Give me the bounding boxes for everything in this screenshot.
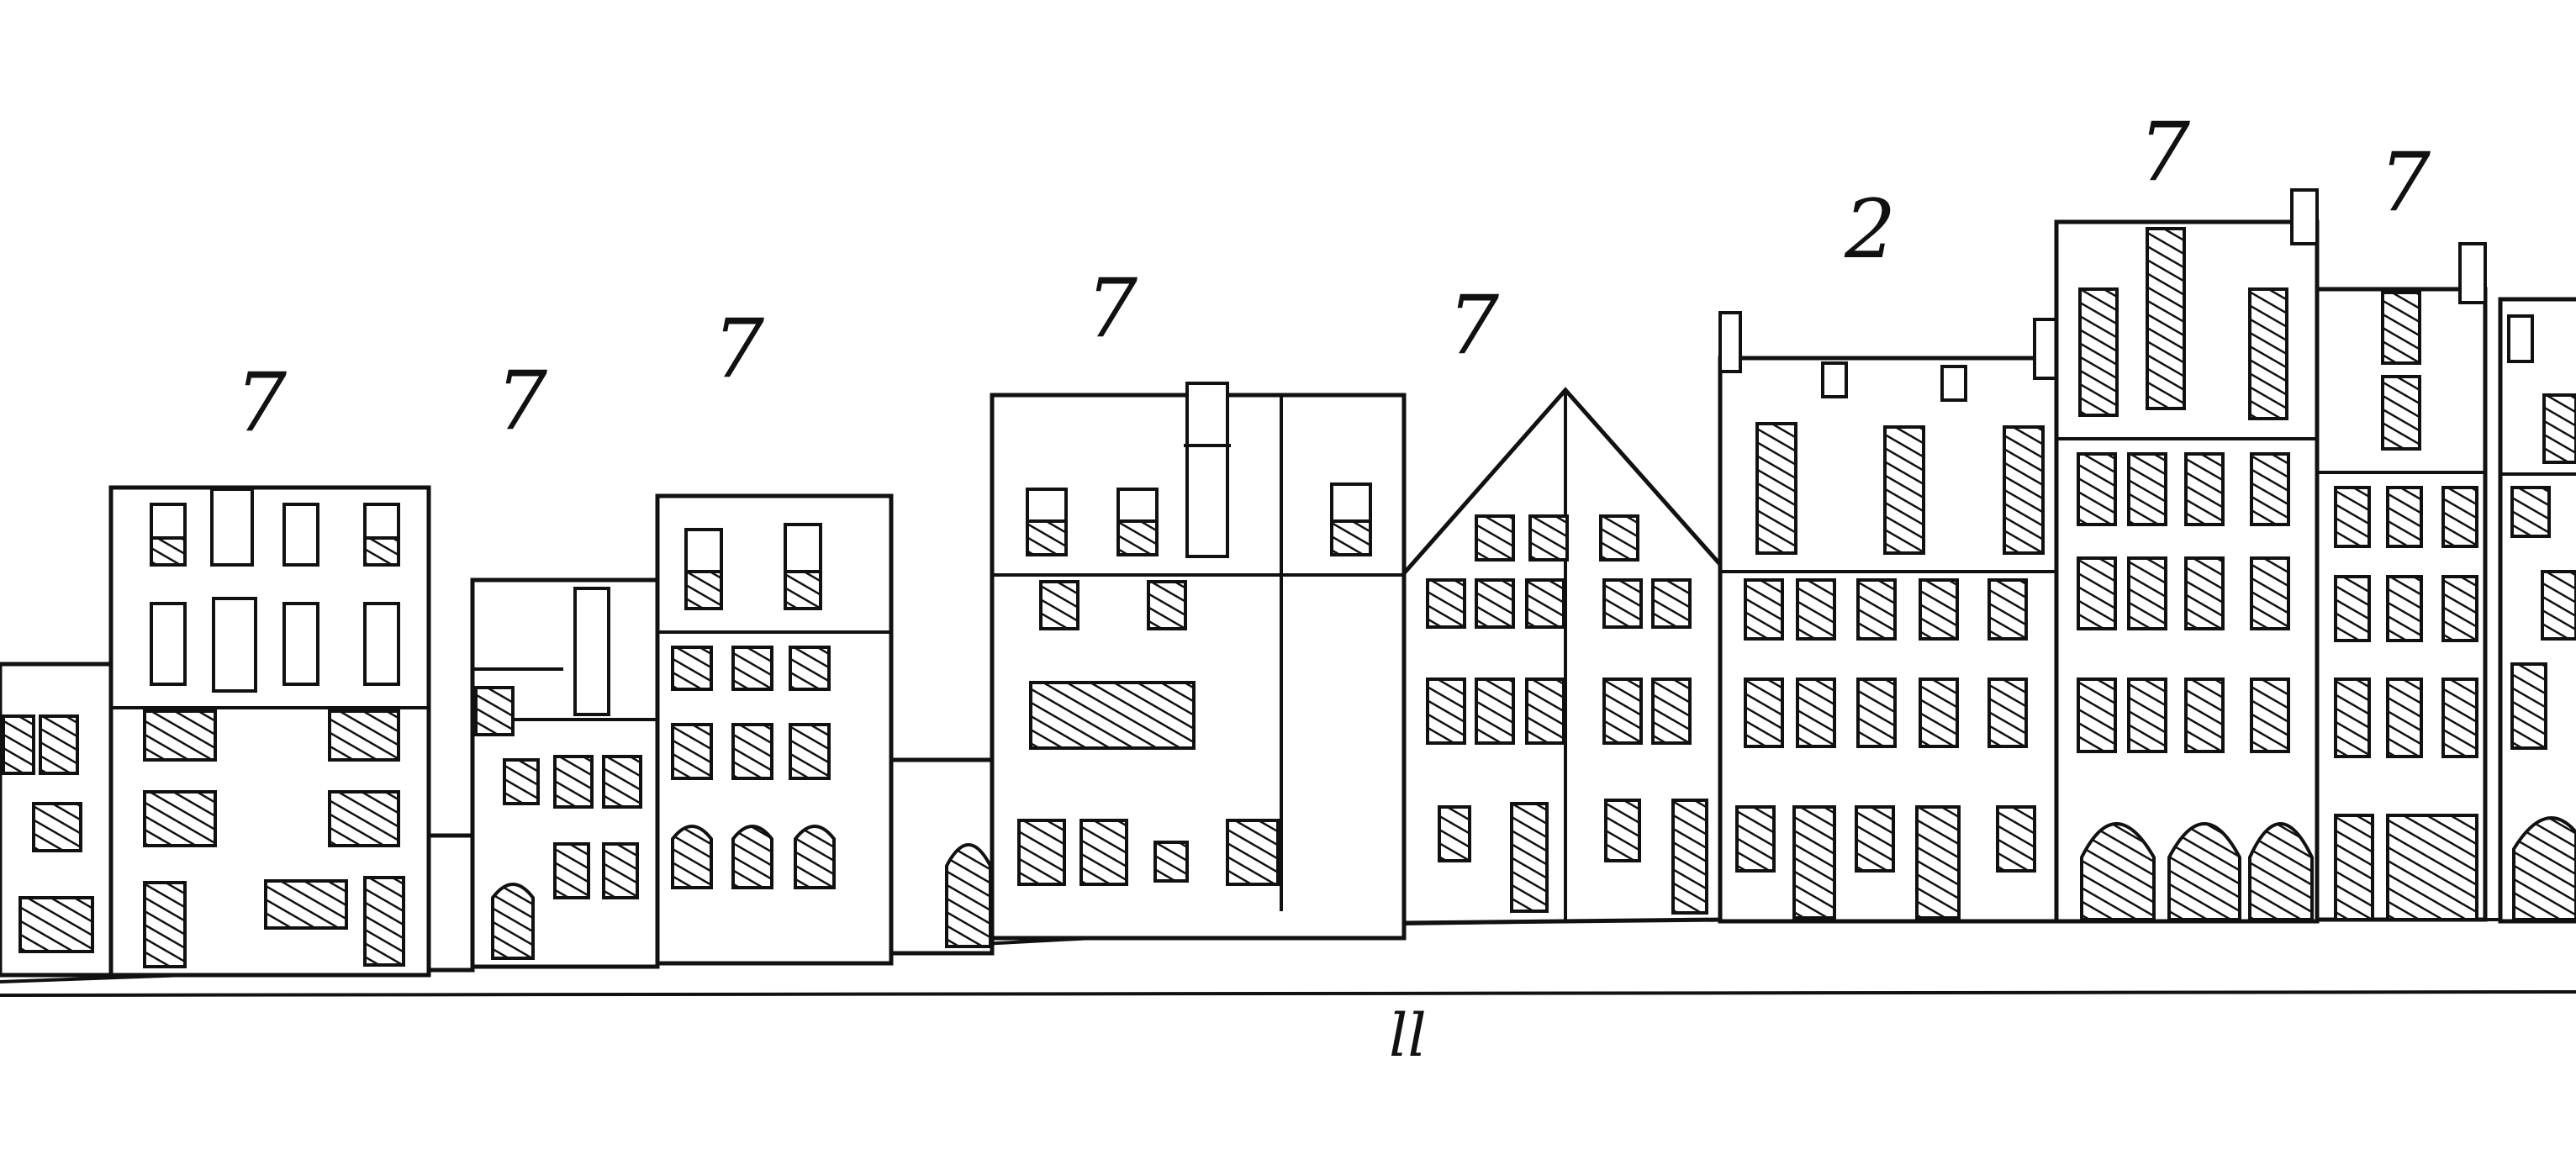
house-marks: 7 7 7 7 7 2 7 7 — [235, 105, 2431, 450]
house-9 — [2498, 297, 2576, 924]
house-5 — [1401, 387, 1726, 925]
connector-wall-1 — [426, 833, 475, 973]
house-4 — [990, 382, 1407, 941]
house-mark: 7 — [496, 354, 547, 448]
house-mark: 7 — [1448, 278, 1499, 372]
house-mark: 7 — [1086, 261, 1138, 356]
house-mark: 7 — [2139, 105, 2190, 199]
house-mark: 2 — [1844, 182, 1896, 277]
house-mark: 7 — [713, 302, 764, 396]
connector-wall-2 — [889, 757, 995, 956]
house-6 — [1718, 311, 2059, 924]
house-7 — [2054, 188, 2320, 924]
house-0 — [0, 662, 113, 978]
house-mark: 7 — [2379, 135, 2431, 229]
street-label: ll — [1389, 1001, 1427, 1070]
house-8 — [2315, 242, 2488, 922]
house-3 — [655, 493, 894, 966]
house-mark: 7 — [235, 356, 287, 450]
house-1 — [108, 485, 431, 978]
house-2 — [470, 577, 660, 969]
